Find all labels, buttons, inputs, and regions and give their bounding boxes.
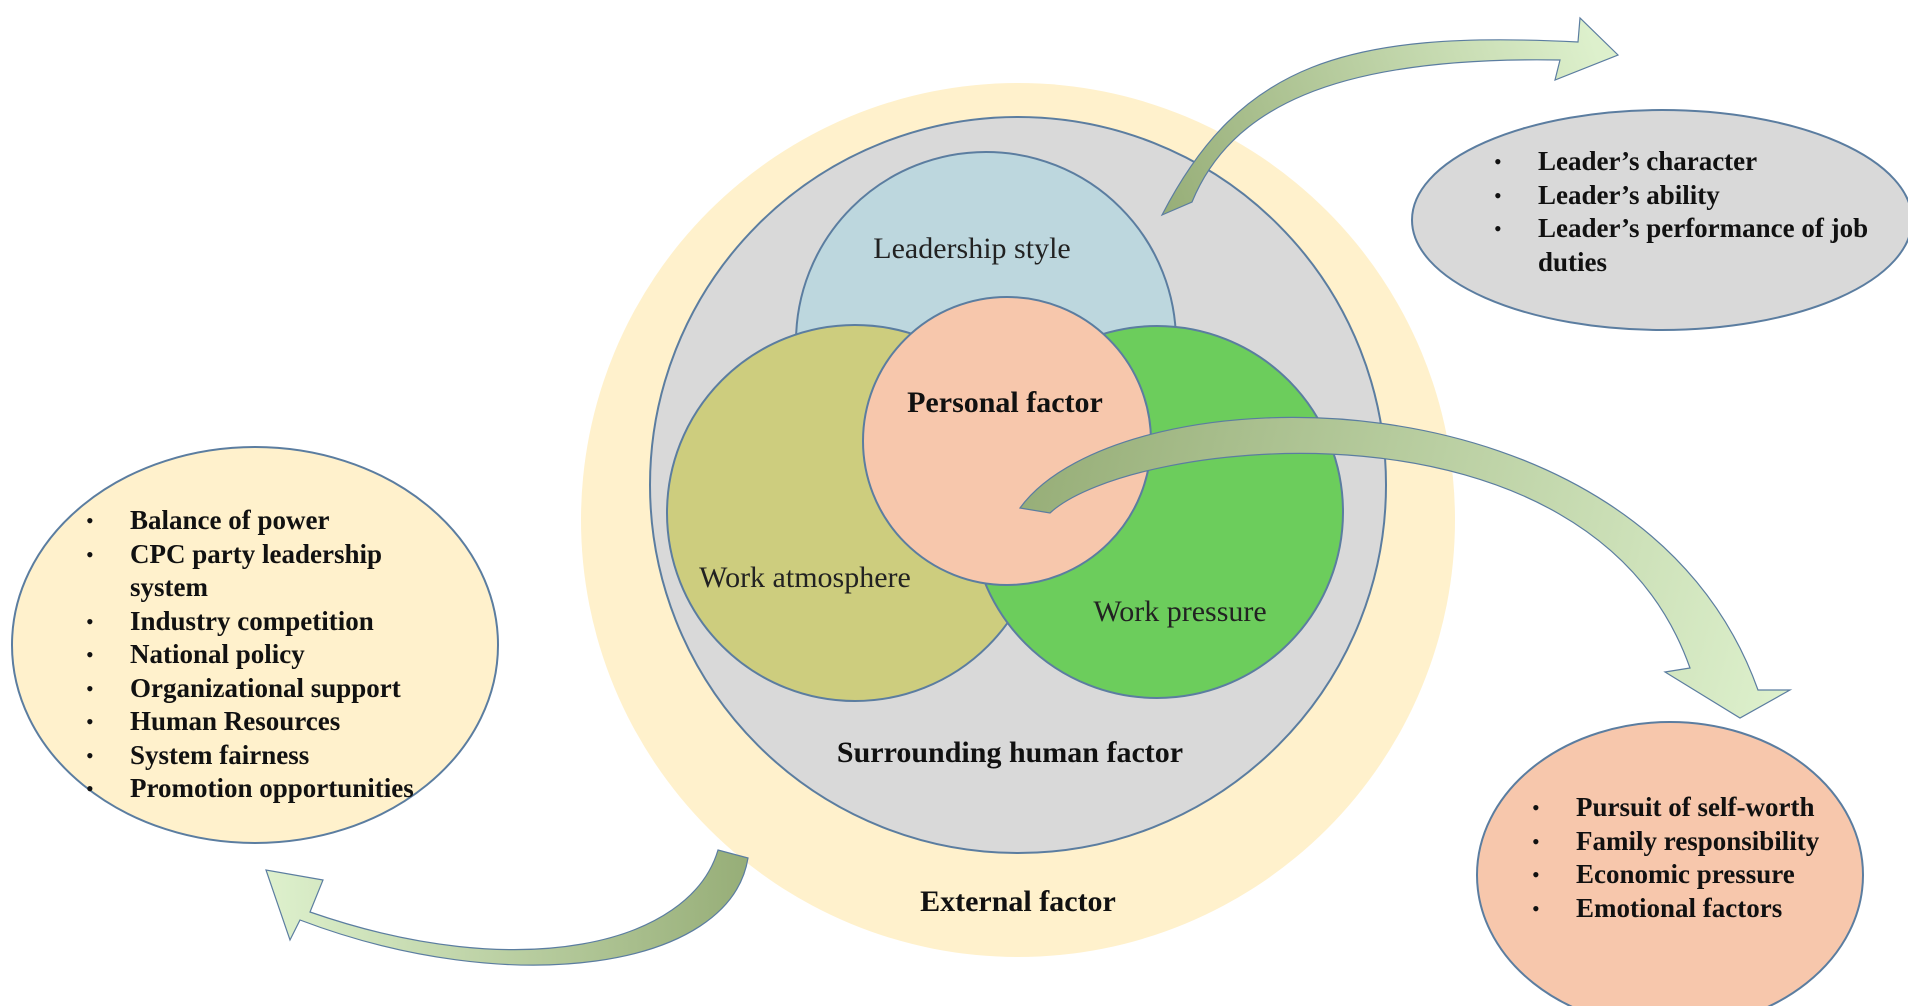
list-item: Leader’s performance of job duties	[1494, 212, 1874, 279]
list-item: Leader’s ability	[1494, 179, 1874, 213]
list-item: CPC party leadership system	[86, 538, 436, 605]
external-factor-label: External factor	[920, 885, 1116, 918]
list-item: Economic pressure	[1532, 858, 1852, 892]
arrow-to-personal-callout	[1018, 416, 1793, 719]
list-item: Pursuit of self-worth	[1532, 791, 1852, 825]
leader-callout-list: Leader’s character Leader’s ability Lead…	[1494, 145, 1874, 279]
surrounding-human-factor-label: Surrounding human factor	[837, 736, 1183, 769]
personal-factor-circle	[862, 296, 1152, 586]
personal-factor-label: Personal factor	[907, 386, 1103, 419]
list-item: Organizational support	[86, 672, 436, 706]
list-item: Leader’s character	[1494, 145, 1874, 179]
list-item: Human Resources	[86, 705, 436, 739]
leadership-style-label: Leadership style	[873, 232, 1070, 265]
arrow-to-leader-callout	[1160, 16, 1620, 217]
external-callout-list: Balance of power CPC party leadership sy…	[86, 504, 436, 806]
personal-callout-list: Pursuit of self-worth Family responsibil…	[1532, 791, 1852, 925]
work-atmosphere-label: Work atmosphere	[699, 561, 911, 594]
list-item: Promotion opportunities	[86, 772, 436, 806]
work-pressure-label: Work pressure	[1093, 595, 1266, 628]
list-item: National policy	[86, 638, 436, 672]
list-item: Emotional factors	[1532, 892, 1852, 926]
list-item: Industry competition	[86, 605, 436, 639]
list-item: Balance of power	[86, 504, 436, 538]
list-item: System fairness	[86, 739, 436, 773]
arrow-to-external-callout	[265, 849, 749, 966]
list-item: Family responsibility	[1532, 825, 1852, 859]
